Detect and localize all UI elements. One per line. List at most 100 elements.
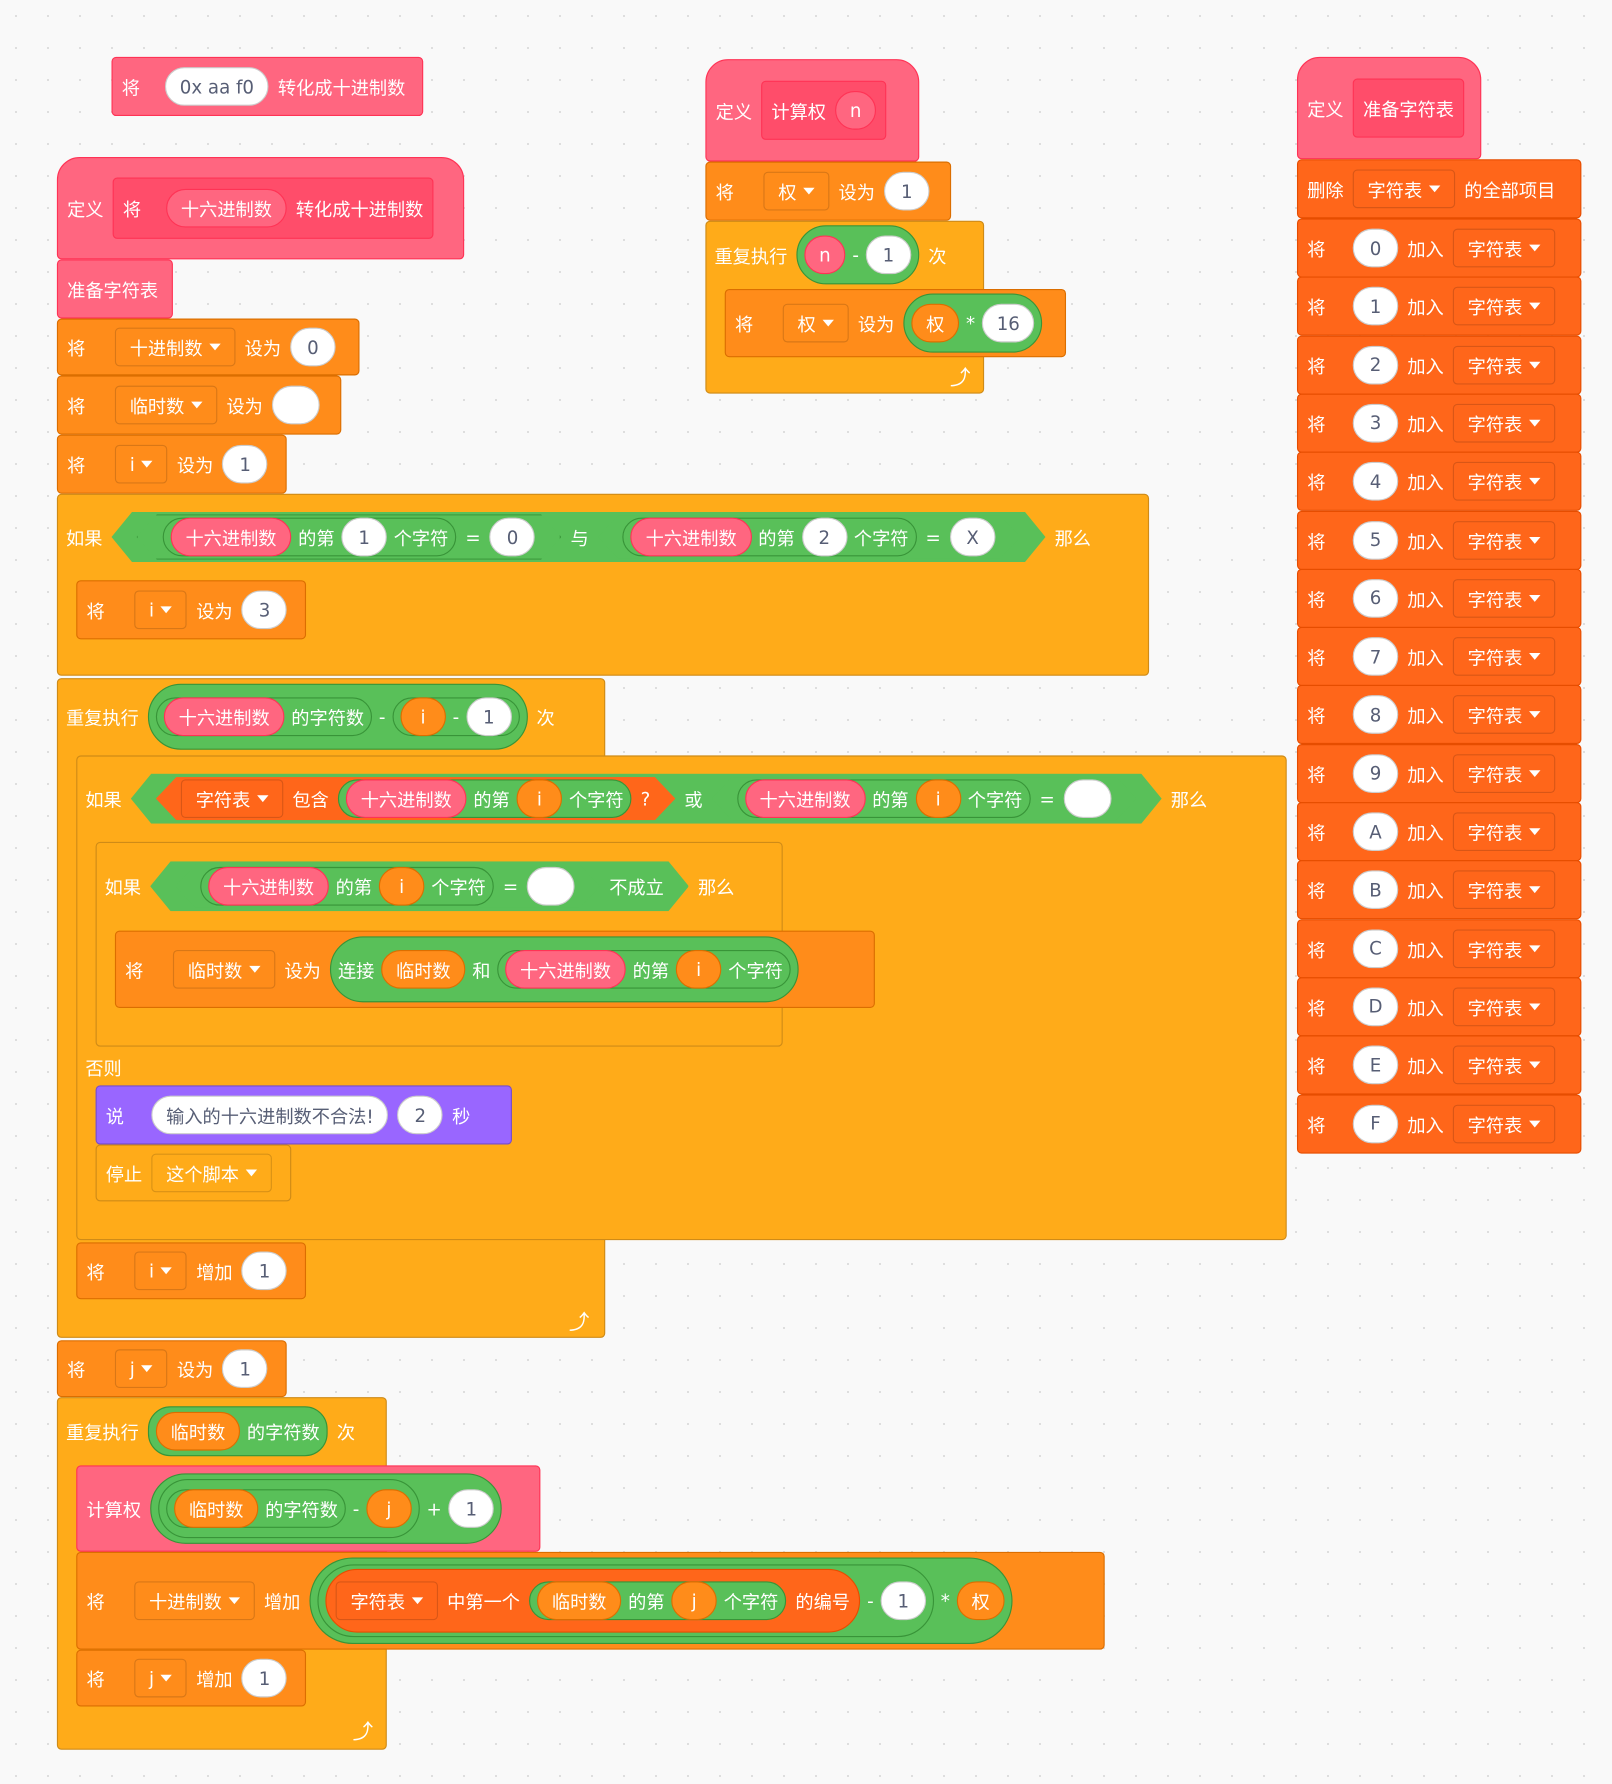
var-i[interactable]: i: [517, 779, 563, 818]
item-input[interactable]: 8: [1352, 695, 1399, 735]
value-input[interactable]: [1064, 779, 1112, 818]
param-hex[interactable]: 十六进制数: [346, 779, 467, 818]
add-item-block[interactable]: 将 A 加入 字符表: [1296, 802, 1582, 862]
value-input[interactable]: [271, 385, 320, 425]
item-input[interactable]: 9: [1352, 753, 1399, 793]
var-j[interactable]: j: [671, 1581, 717, 1621]
define-convert-hat[interactable]: 定义 将 十六进制数 转化成十进制数: [56, 157, 465, 260]
add-item-block[interactable]: 将 C 加入 字符表: [1296, 918, 1582, 978]
item-input[interactable]: B: [1352, 870, 1399, 910]
var-temp[interactable]: 临时数: [537, 1581, 622, 1621]
list-dropdown[interactable]: 字符表: [1452, 929, 1556, 968]
var-dropdown[interactable]: 临时数: [172, 949, 276, 989]
param-hex[interactable]: 十六进制数: [505, 949, 626, 989]
delete-all-block[interactable]: 删除 字符表 的全部项目: [1296, 159, 1582, 219]
stop-block[interactable]: 停止 这个脚本: [95, 1144, 292, 1202]
var-i[interactable]: i: [675, 949, 722, 989]
value-input[interactable]: [527, 867, 575, 906]
var-dropdown[interactable]: i: [114, 444, 168, 484]
var-temp[interactable]: 临时数: [174, 1489, 259, 1528]
var-i[interactable]: i: [400, 697, 446, 737]
add-item-block[interactable]: 将 0 加入 字符表: [1296, 218, 1582, 278]
define-weight-hat[interactable]: 定义 计算权 n: [705, 59, 920, 162]
list-dropdown[interactable]: 字符表: [1452, 520, 1556, 560]
list-dropdown[interactable]: 字符表: [1352, 169, 1456, 209]
length-reporter[interactable]: 十六进制数的字符数: [155, 697, 373, 737]
add-item-block[interactable]: 将 9 加入 字符表: [1296, 743, 1582, 803]
value-input[interactable]: 1: [865, 235, 912, 275]
add-reporter[interactable]: 临时数的字符数 - j + 1: [150, 1473, 502, 1544]
set-decimal-block[interactable]: 将 十进制数 设为 0: [56, 318, 360, 376]
list-dropdown[interactable]: 字符表: [1452, 228, 1556, 268]
item-input[interactable]: D: [1352, 987, 1399, 1027]
set-weight-mul-block[interactable]: 将 权 设为 权*16: [724, 288, 1067, 358]
list-dropdown[interactable]: 字符表: [1452, 870, 1556, 910]
var-temp[interactable]: 临时数: [381, 949, 466, 989]
add-item-block[interactable]: 将 2 加入 字符表: [1296, 335, 1582, 395]
item-input[interactable]: 0: [1352, 228, 1399, 268]
var-weight[interactable]: 权: [911, 303, 960, 343]
add-item-block[interactable]: 将 3 加入 字符表: [1296, 393, 1582, 453]
item-input[interactable]: 7: [1352, 637, 1399, 676]
call-prepare-block[interactable]: 准备字符表: [56, 259, 173, 319]
var-i[interactable]: i: [379, 867, 425, 906]
add-item-block[interactable]: 将 1 加入 字符表: [1296, 276, 1582, 336]
item-input[interactable]: 1: [1352, 287, 1399, 326]
length-reporter[interactable]: 临时数的字符数: [147, 1406, 328, 1457]
subtract-reporter[interactable]: n-1: [796, 225, 920, 285]
set-i-block[interactable]: 将 i 设为 1: [56, 434, 287, 494]
say-block[interactable]: 说 输入的十六进制数不合法! 2 秒: [95, 1085, 512, 1145]
var-dropdown[interactable]: 十进制数: [134, 1581, 255, 1621]
seconds-input[interactable]: 2: [397, 1095, 444, 1135]
list-dropdown[interactable]: 字符表: [1452, 287, 1556, 326]
list-dropdown[interactable]: 字符表: [1452, 345, 1556, 385]
set-i-3-block[interactable]: 将 i 设为 3: [76, 580, 307, 640]
item-input[interactable]: 4: [1352, 462, 1399, 501]
param-n[interactable]: n: [804, 235, 846, 275]
add-item-block[interactable]: 将 5 加入 字符表: [1296, 510, 1582, 570]
value-input[interactable]: X: [950, 518, 996, 557]
var-i[interactable]: i: [915, 779, 961, 818]
var-dropdown[interactable]: i: [134, 1251, 188, 1291]
multiply-reporter[interactable]: 权*16: [903, 293, 1043, 353]
index-input[interactable]: 2: [802, 518, 848, 557]
param-hex[interactable]: 十六进制数: [631, 518, 752, 557]
subtract-reporter[interactable]: i-1: [392, 697, 520, 737]
list-dropdown[interactable]: 字符表: [1452, 695, 1556, 735]
var-dropdown[interactable]: 临时数: [114, 385, 218, 425]
call-convert-block[interactable]: 将 0x aa f0 转化成十进制数: [111, 56, 424, 117]
var-dropdown[interactable]: 权: [782, 303, 849, 343]
list-dropdown[interactable]: 字符表: [1452, 753, 1556, 793]
call-weight-block[interactable]: 计算权 临时数的字符数 - j + 1: [76, 1465, 541, 1552]
param-hex[interactable]: 十六进制数: [163, 697, 285, 737]
subtract-reporter[interactable]: 临时数的字符数 - j: [158, 1479, 420, 1539]
add-item-block[interactable]: 将 7 加入 字符表: [1296, 626, 1582, 687]
inc-j-block[interactable]: 将 j 增加 1: [76, 1649, 307, 1707]
inc-i-block[interactable]: 将 i 增加 1: [76, 1242, 307, 1300]
set-weight-block[interactable]: 将 权 设为 1: [705, 161, 952, 221]
value-input[interactable]: 0: [290, 327, 336, 367]
item-input[interactable]: 5: [1352, 520, 1399, 560]
add-item-block[interactable]: 将 8 加入 字符表: [1296, 685, 1582, 745]
param-hex[interactable]: 十六进制数: [166, 188, 287, 228]
value-input[interactable]: 16: [981, 303, 1035, 343]
value-input[interactable]: 1: [222, 1349, 268, 1388]
value-input[interactable]: 0: [490, 518, 536, 557]
add-item-block[interactable]: 将 B 加入 字符表: [1296, 860, 1582, 920]
